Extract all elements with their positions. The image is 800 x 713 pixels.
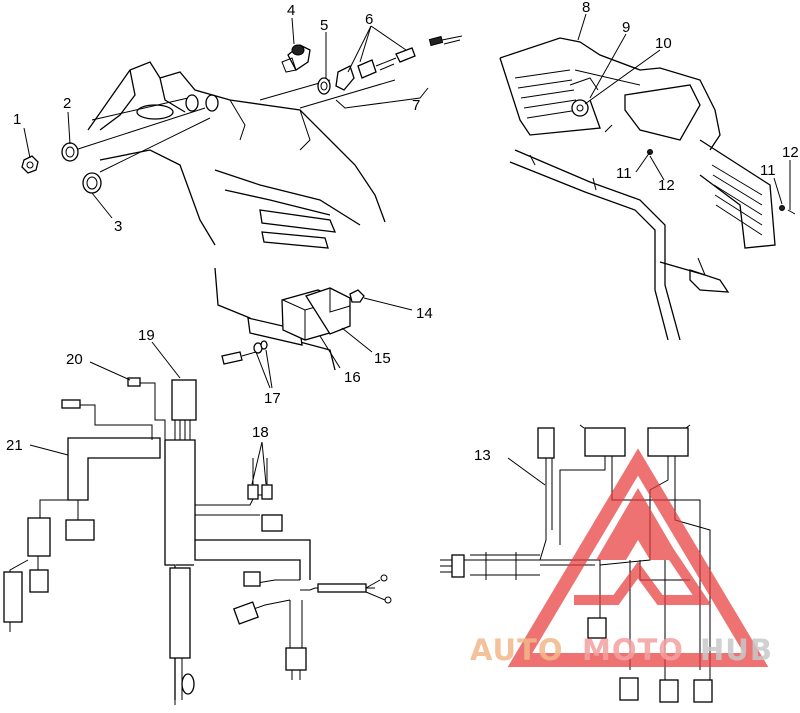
part-6-switch-parts bbox=[335, 35, 463, 109]
callout-2: 2 bbox=[63, 95, 71, 112]
callout-14: 14 bbox=[416, 305, 433, 322]
part-2-washer bbox=[61, 142, 79, 162]
callout-8: 8 bbox=[582, 0, 590, 16]
part-5-ring bbox=[317, 77, 331, 95]
wiring-harness-right bbox=[440, 424, 713, 703]
callout-9: 9 bbox=[622, 19, 630, 36]
bracket-assembly bbox=[214, 267, 365, 371]
callout-1: 1 bbox=[13, 111, 21, 128]
callout-11b: 11 bbox=[760, 162, 776, 179]
watermark-triangle-inner2 bbox=[574, 502, 712, 605]
callout-5: 5 bbox=[320, 17, 328, 34]
watermark-triangle-outer bbox=[507, 448, 769, 667]
watermark-text: AUTO MOTO HUB bbox=[470, 633, 773, 667]
part-4-key-switch bbox=[281, 44, 311, 73]
callout-labels: 1 2 3 4 5 6 7 8 9 10 11 11 12 12 13 14 1… bbox=[6, 0, 799, 464]
callout-20: 20 bbox=[66, 351, 83, 368]
callout-6: 6 bbox=[365, 11, 373, 28]
callout-11a: 11 bbox=[616, 165, 632, 182]
console-panel bbox=[74, 61, 396, 249]
callout-19: 19 bbox=[138, 327, 155, 344]
callout-18: 18 bbox=[252, 424, 269, 441]
watermark-moto: MOTO bbox=[582, 633, 684, 667]
watermark-logo bbox=[507, 448, 769, 667]
leader-lines bbox=[23, 13, 791, 486]
callout-17: 17 bbox=[264, 390, 281, 407]
callout-16: 16 bbox=[344, 369, 361, 386]
callout-10: 10 bbox=[655, 35, 672, 52]
callout-7: 7 bbox=[412, 97, 420, 114]
watermark-hub: HUB bbox=[700, 633, 773, 667]
callout-15: 15 bbox=[374, 350, 391, 367]
callout-13: 13 bbox=[474, 447, 491, 464]
callout-12a: 12 bbox=[658, 177, 675, 194]
callout-21: 21 bbox=[6, 437, 23, 454]
part-1-nut bbox=[21, 155, 39, 174]
callout-12b: 12 bbox=[782, 144, 799, 161]
wiring-harness-left bbox=[3, 377, 392, 705]
headlight-housing bbox=[499, 37, 796, 341]
callout-4: 4 bbox=[287, 2, 295, 19]
part-3-grommet bbox=[82, 172, 102, 194]
watermark-auto: AUTO bbox=[470, 633, 564, 667]
callout-3: 3 bbox=[114, 218, 122, 235]
